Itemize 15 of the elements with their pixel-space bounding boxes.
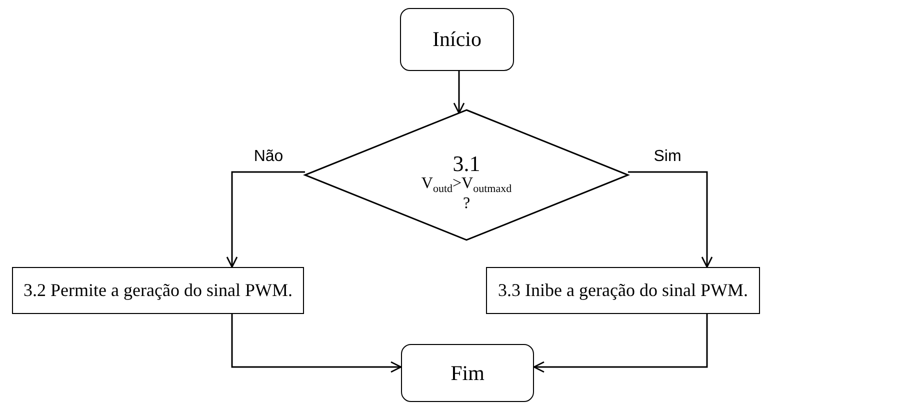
arrow <box>533 314 708 373</box>
arrow <box>231 314 402 373</box>
terminal-box <box>401 344 534 402</box>
arrow <box>628 171 713 268</box>
condition-text: V$_{outd}$>V$_{outmaxd}$ ? <box>421 176 512 212</box>
node-label: Fim <box>450 360 484 386</box>
step-number: 3.1 <box>452 152 480 176</box>
node-label: 3.2 Permite a geração do sinal PWM. <box>24 280 292 301</box>
node-label: 3.3 Inibe a geração do sinal PWM. <box>498 280 748 301</box>
process-box <box>486 267 760 314</box>
arrow <box>226 171 305 268</box>
terminal-box <box>400 8 514 71</box>
arrow <box>453 71 465 114</box>
node-label: Início <box>432 27 482 52</box>
process-box <box>12 267 304 314</box>
